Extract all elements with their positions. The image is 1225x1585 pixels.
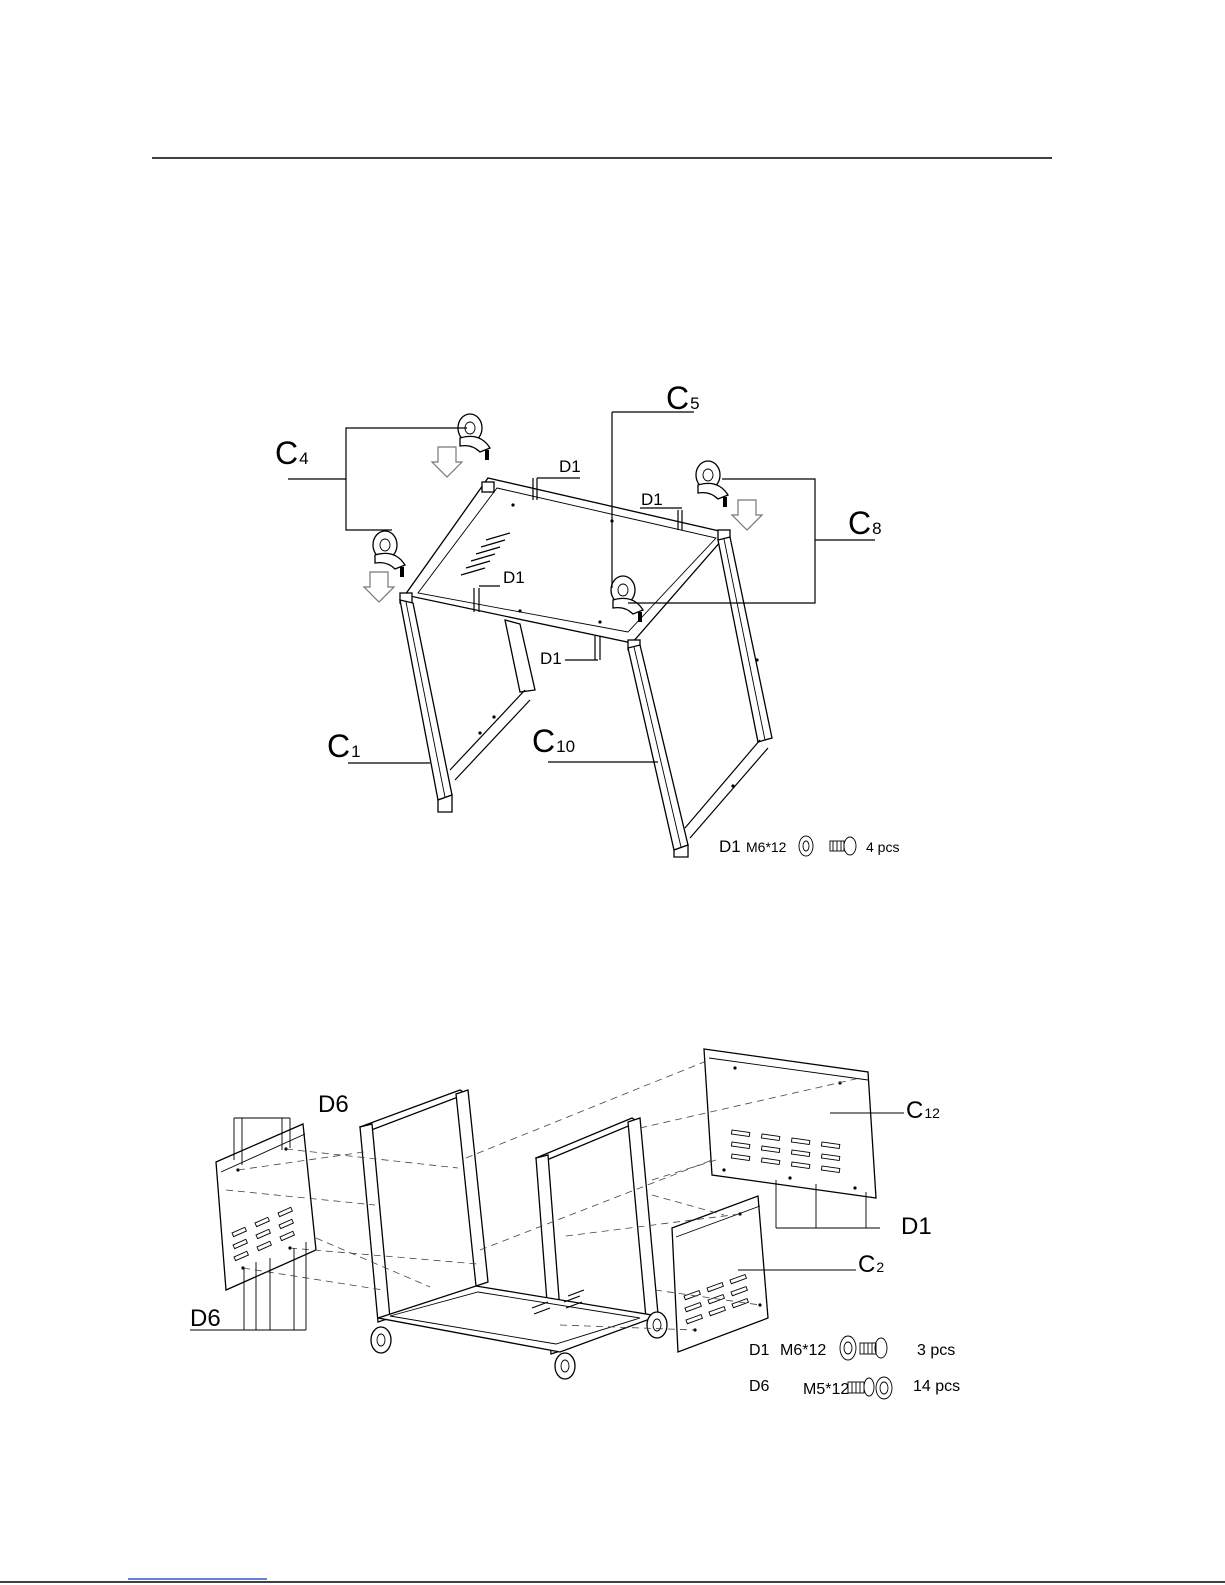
caster-wheel: [647, 1312, 667, 1338]
label-c4: C4: [275, 435, 309, 471]
label-d1: D1: [641, 490, 663, 509]
caster-wheel-c4-top: [458, 414, 490, 460]
washer-icon: [799, 836, 813, 856]
caster-wheel-c8-top: [696, 461, 728, 507]
step1-diagram: C5 C4 C8 C1 C10 D1 D1 D1 D1 D1 M6*12 4 p…: [275, 380, 899, 857]
label-d1: D1: [559, 457, 581, 476]
svg-text:M6*12: M6*12: [780, 1342, 826, 1359]
side-frame-c1: [400, 600, 535, 812]
svg-text:14 pcs: 14 pcs: [913, 1378, 960, 1395]
side-panel-left: [216, 1124, 316, 1290]
label-d1: D1: [540, 649, 562, 668]
svg-text:D6: D6: [749, 1378, 770, 1395]
hardware-legend-step1: D1 M6*12 4 pcs: [719, 836, 899, 856]
label-c8: C8: [848, 505, 882, 541]
bolt-icon: [860, 1338, 887, 1358]
label-d6: D6: [318, 1091, 349, 1118]
hardware-row: D1 M6*12 3 pcs: [749, 1336, 955, 1360]
hardware-qty: 4 pcs: [866, 839, 899, 855]
svg-text:M5*12: M5*12: [803, 1381, 849, 1398]
frame-top-c5: [405, 478, 728, 643]
side-panel-c2: [672, 1196, 768, 1352]
label-c2: C2: [858, 1251, 884, 1278]
hardware-legend-step2: D1 M6*12 3 pcs D6 M5*12: [749, 1336, 960, 1399]
bolt-icon: [848, 1378, 874, 1396]
down-arrow-icon: [432, 447, 462, 477]
label-c10: C10: [532, 723, 575, 759]
hardware-row: D6 M5*12 14 pcs: [749, 1377, 960, 1399]
caster-wheel: [555, 1353, 575, 1379]
down-arrow-icon: [364, 572, 394, 602]
svg-text:3 pcs: 3 pcs: [917, 1342, 955, 1359]
step2-diagram: D6 D6 C12 C2 D1 D1 M6*12 3 pc: [190, 1049, 960, 1399]
hardware-spec: M6*12: [746, 839, 787, 855]
washer-icon: [876, 1377, 892, 1399]
bolt-icon: [830, 837, 856, 855]
hardware-code: D1: [719, 837, 741, 856]
washer-icon: [840, 1336, 856, 1360]
label-d1: D1: [901, 1213, 932, 1240]
cart-frame: [360, 1090, 667, 1379]
label-d1: D1: [503, 568, 525, 587]
back-panel-c12: [704, 1049, 876, 1198]
caster-wheel: [371, 1327, 391, 1353]
label-c1: C1: [327, 728, 361, 764]
label-c5: C5: [666, 380, 700, 416]
label-d6: D6: [190, 1305, 221, 1332]
svg-text:D1: D1: [749, 1342, 770, 1359]
label-c12: C12: [906, 1097, 940, 1124]
caster-wheel-c4-bottom: [373, 531, 405, 577]
down-arrow-icon: [732, 500, 762, 530]
